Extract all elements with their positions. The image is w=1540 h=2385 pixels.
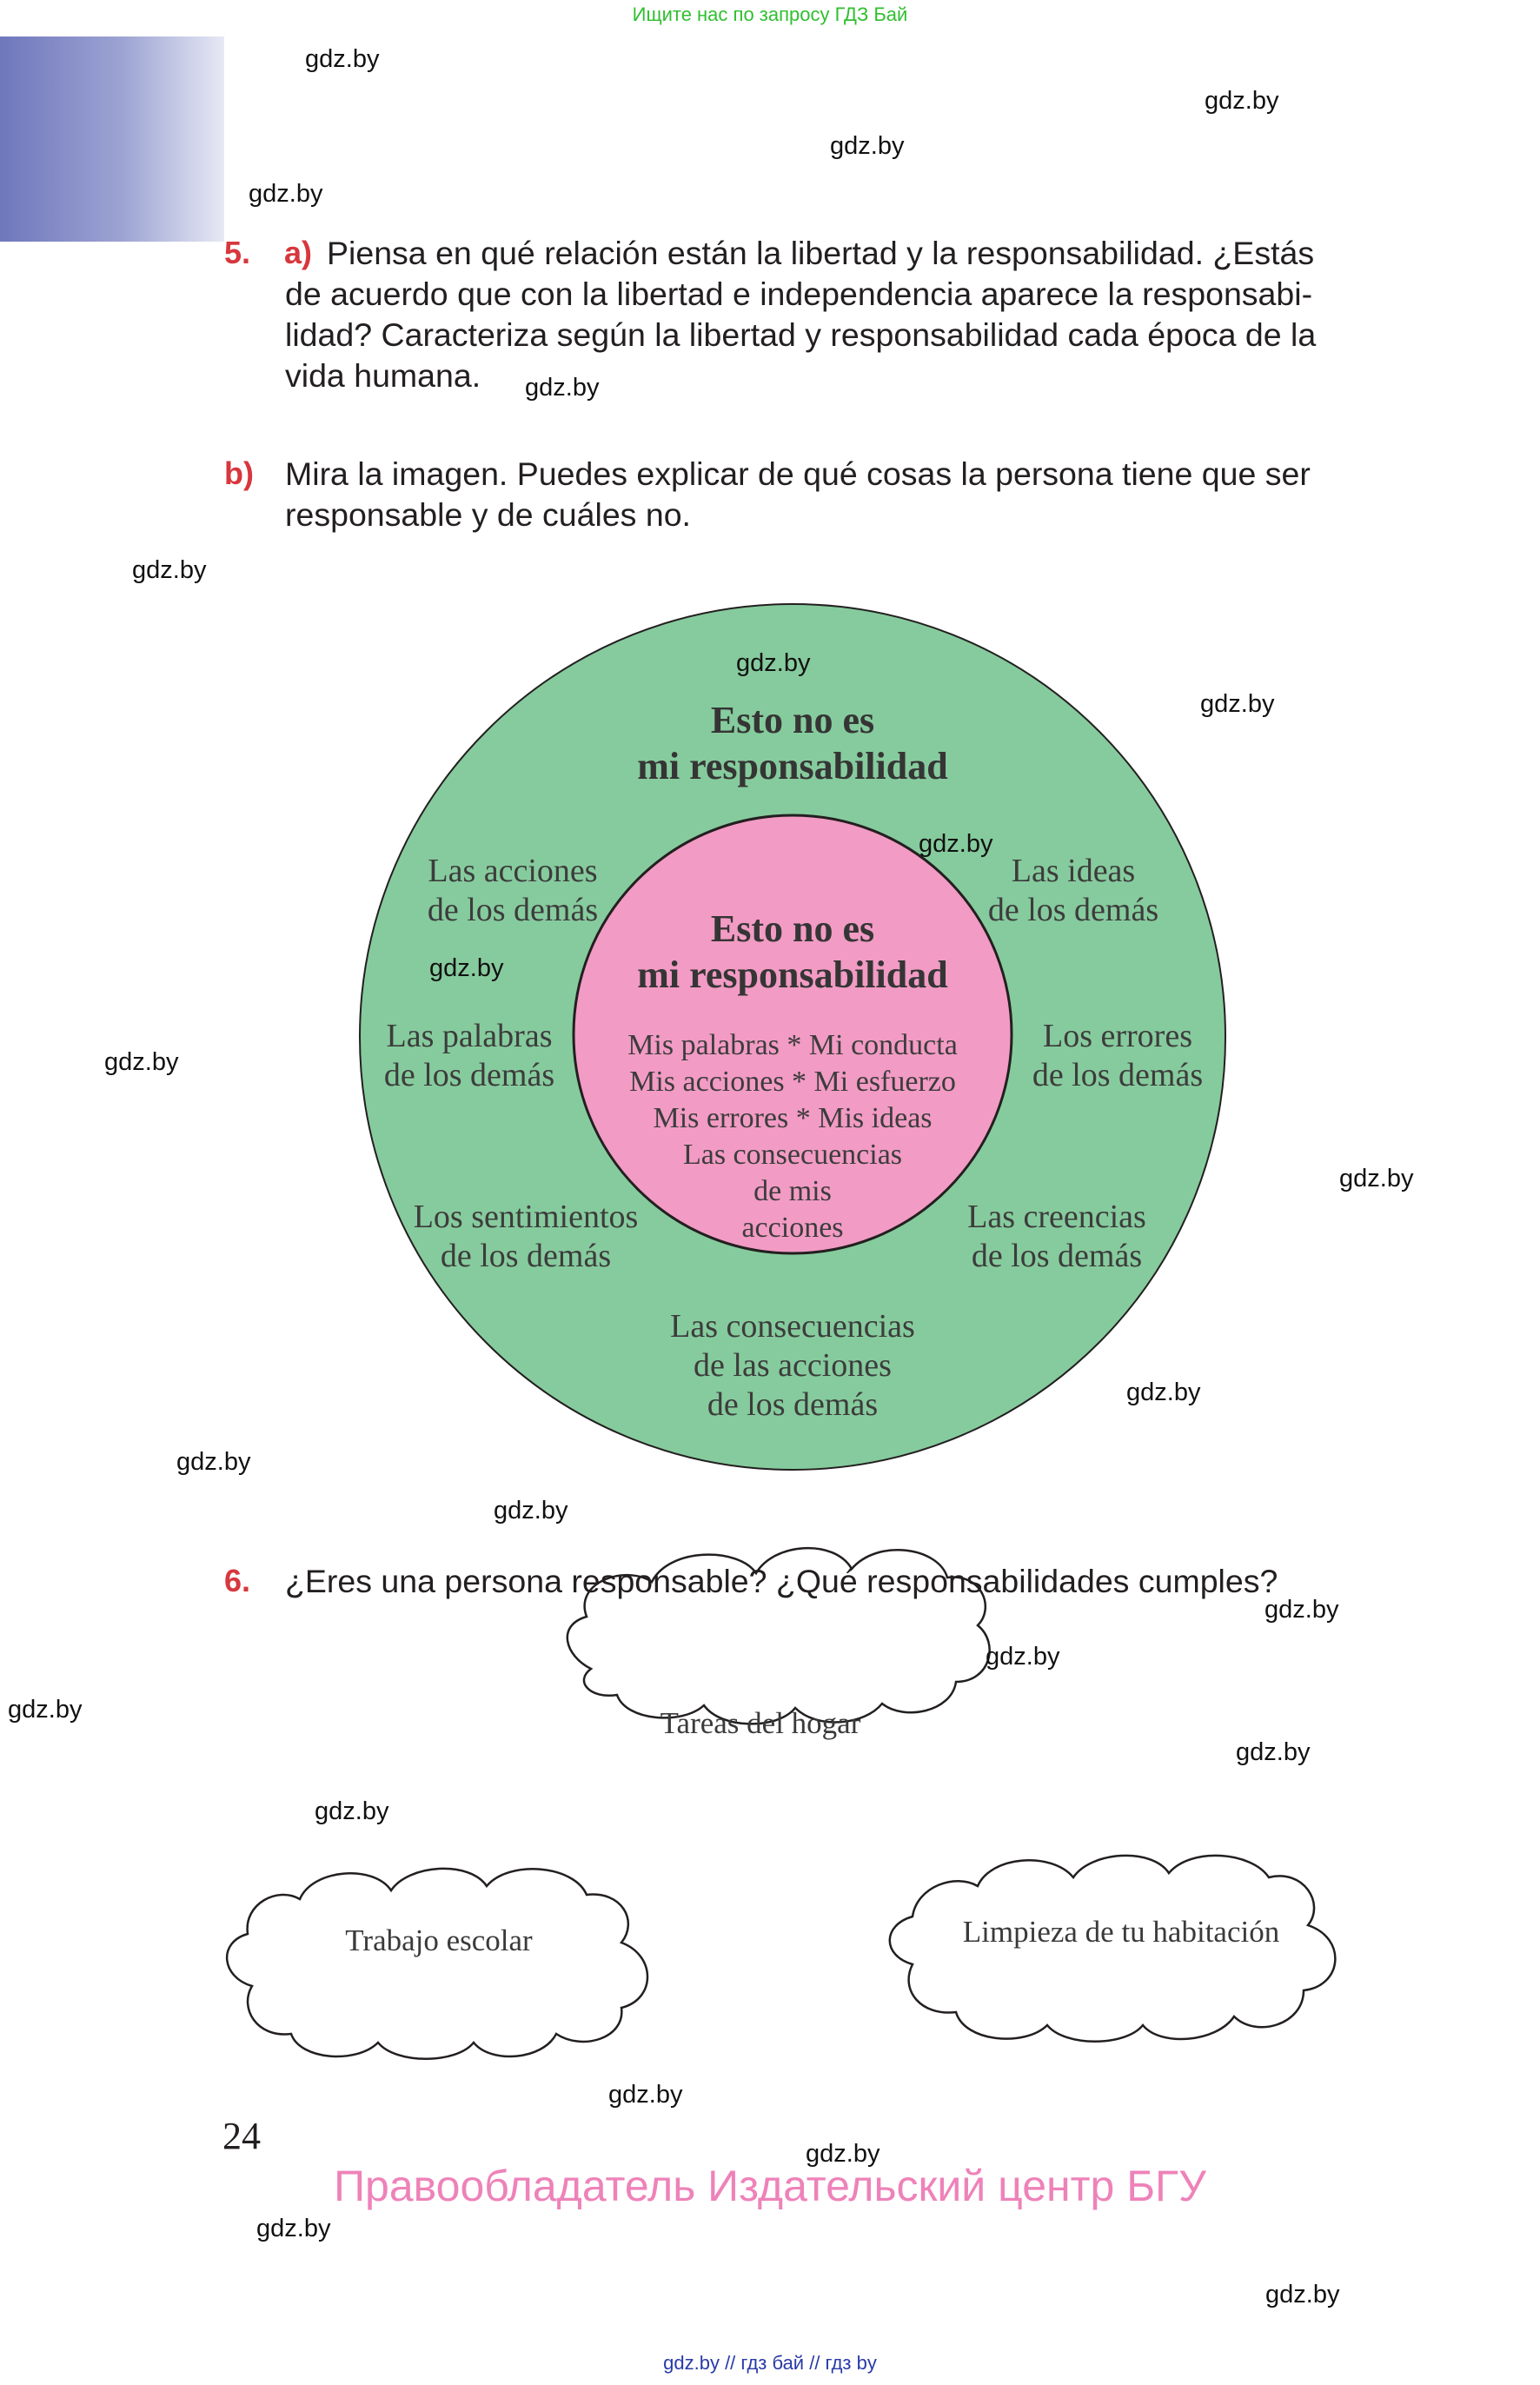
outer-item-consecuencias: Las consecuencias de las acciones de los… [619,1307,966,1425]
inner-title-line: mi responsabilidad [637,953,948,996]
task5-a-line: vida humana. [285,357,481,394]
outer-item-line: Los errores [1043,1018,1192,1054]
task6-text: ¿Eres una persona responsable? ¿Qué resp… [285,1563,1278,1599]
watermark: gdz.by [315,1797,389,1825]
inner-item: Mis palabras * Mi conducta [627,1029,958,1061]
footer-links[interactable]: gdz.by // гдз бай // гдз by [663,2352,877,2374]
inner-item: Las consecuencias [682,1139,903,1171]
outer-item-line: de los demás [383,1057,555,1093]
cloud-habitacion-label: Limpieza de tu habitación [962,1915,1280,1949]
inner-item: Mis errores * Mis ideas [653,1102,933,1134]
outer-item-line: Las consecuencias [670,1308,915,1345]
outer-item-line: de los demás [427,892,599,928]
watermark: gdz.by [104,1048,179,1076]
outer-item-line: de los demás [440,1238,612,1274]
top-note[interactable]: Ищите нас по запросу ГДЗ Бай [632,3,908,25]
task5-a-text: Piensa en qué relación están la libertad… [285,233,1371,396]
inner-item: de mis [753,1175,832,1207]
watermark: gdz.by [1265,1596,1339,1624]
watermark: gdz.by [8,1696,83,1724]
outer-title-line: mi responsabilidad [637,745,948,787]
task5-number: 5. [224,235,251,270]
outer-item-line: Las acciones [428,853,598,889]
outer-item-line: de los demás [1032,1057,1204,1093]
watermark: gdz.by [525,374,600,402]
outer-item-line: Las creencias [967,1199,1146,1235]
outer-item-palabras: Las palabras de los demás [339,1017,600,1095]
inner-title: Esto no es mi responsabilidad [575,906,1010,998]
outer-item-line: de los demás [987,892,1159,928]
outer-item-line: de los demás [971,1238,1143,1274]
outer-item-creencias: Las creencias de los demás [926,1198,1187,1276]
cloud-escolar-shape [225,1867,649,2060]
task5-b-line: Mira la imagen. Puedes explicar de qué c… [285,455,1311,492]
task6-number: 6. [224,1563,251,1598]
watermark: gdz.by [1126,1379,1201,1406]
watermark: gdz.by [919,830,993,858]
outer-item-line: Las palabras [386,1018,553,1054]
outer-item-errores: Los errores de los demás [987,1017,1248,1095]
cloud-hogar-label: Tareas del hogar [660,1706,861,1740]
rights-holder: Правообладатель Издательский центр БГУ [334,2162,1206,2210]
outer-item-ideas: Las ideas de los demás [943,852,1204,930]
cloud-escolar-label: Trabajo escolar [345,1923,533,1957]
watermark: gdz.by [1339,1165,1414,1192]
watermark: gdz.by [176,1448,251,1476]
outer-item-acciones: Las acciones de los demás [382,852,643,930]
task5-b-text: Mira la imagen. Puedes explicar de qué c… [285,454,1371,535]
task5-a-line: Piensa en qué relación están la libertad… [327,235,1315,271]
watermark: gdz.by [305,45,380,73]
watermark: gdz.by [830,132,905,160]
corner-decoration [0,37,224,242]
outer-item-line: de las acciones [694,1347,892,1384]
watermark: gdz.by [429,954,504,982]
watermark: gdz.by [736,649,811,677]
page-number: 24 [222,2115,261,2157]
watermark: gdz.by [1236,1738,1311,1766]
inner-items: Mis palabras * Mi conducta Mis acciones … [575,1027,1010,1246]
watermark: gdz.by [1200,690,1275,718]
watermark: gdz.by [249,180,323,208]
outer-item-line: de los demás [707,1386,879,1423]
task5-a-label: a) [284,235,313,270]
inner-item: acciones [741,1212,844,1244]
watermark: gdz.by [494,1497,568,1525]
task5-a-line: lidad? Caracteriza según la libertad y r… [285,316,1317,353]
task5-b-label: b) [224,455,254,491]
outer-title: Esto no es mi responsabilidad [532,697,1053,789]
outer-item-sentimientos: Los sentimientos de los demás [387,1198,665,1276]
outer-title-line: Esto no es [710,699,875,741]
inner-item: Mis acciones * Mi esfuerzo [629,1066,956,1098]
watermark: gdz.by [986,1643,1060,1671]
task5-b-line: responsable y de cuáles no. [285,496,691,533]
inner-title-line: Esto no es [710,907,875,950]
watermark: gdz.by [608,2081,683,2109]
watermark: gdz.by [1205,87,1279,115]
watermark: gdz.by [256,2215,331,2242]
outer-item-line: Las ideas [1011,853,1136,889]
task5-a-line: de acuerdo que con la libertad e indepen… [285,276,1313,312]
watermark: gdz.by [132,556,207,584]
outer-item-line: Los sentimientos [413,1199,639,1235]
watermark: gdz.by [806,2140,880,2168]
watermark: gdz.by [1265,2281,1340,2309]
